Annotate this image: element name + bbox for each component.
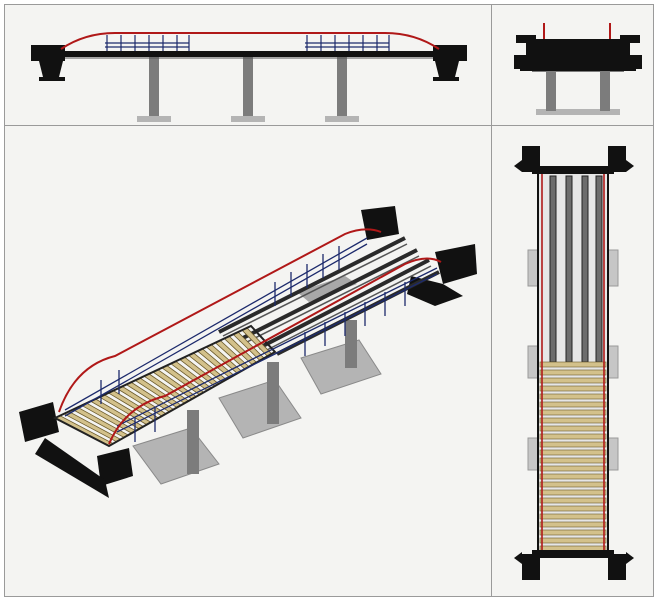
perspective-arch-rail-far xyxy=(58,228,382,413)
plan-deck-plank xyxy=(539,457,607,464)
bridge-plan-drawing xyxy=(514,146,634,580)
perspective-handrail-near xyxy=(116,267,438,442)
plan-deck-plank xyxy=(539,425,607,432)
plan-deck-plank xyxy=(539,433,607,440)
plan-deck-plank xyxy=(539,369,607,376)
front-abutment-right xyxy=(433,45,467,81)
front-arch-rail xyxy=(60,32,440,50)
bridge-side-drawing xyxy=(514,23,642,115)
viewport-top[interactable] xyxy=(491,125,654,597)
plan-deck-plank xyxy=(539,473,607,480)
plan-deck-plank xyxy=(539,417,607,424)
bridge-perspective-drawing xyxy=(19,206,477,498)
front-deck xyxy=(45,51,453,57)
perspective-abutment-right xyxy=(361,206,477,306)
plan-deck-plank xyxy=(539,521,607,528)
perspective-arch-rail-near xyxy=(108,257,442,445)
plan-deck-planks xyxy=(539,361,607,552)
plan-deck-plank xyxy=(539,361,607,368)
perspective-abutment-left xyxy=(19,402,133,498)
plan-deck-plank xyxy=(539,481,607,488)
plan-deck-plank xyxy=(539,497,607,504)
front-handrail xyxy=(105,35,390,51)
plan-deck-plank xyxy=(539,489,607,496)
side-abutment xyxy=(526,39,630,71)
plan-deck-plank xyxy=(539,465,607,472)
plan-deck-plank xyxy=(539,393,607,400)
plan-deck-plank xyxy=(539,401,607,408)
bridge-front-drawing xyxy=(31,32,467,122)
plan-deck-plank xyxy=(539,409,607,416)
plan-deck-plank xyxy=(539,385,607,392)
front-abutment-left xyxy=(31,45,65,81)
front-piers xyxy=(149,57,347,119)
plan-deck-plank xyxy=(539,449,607,456)
plan-deck-plank xyxy=(539,537,607,544)
viewport-front[interactable] xyxy=(4,4,492,126)
perspective-piers xyxy=(187,276,357,474)
viewport-side[interactable] xyxy=(491,4,654,126)
front-footings xyxy=(137,116,359,122)
plan-deck-plank xyxy=(539,441,607,448)
plan-beams xyxy=(549,175,603,363)
plan-abutments xyxy=(514,146,634,580)
plan-deck-plank xyxy=(539,377,607,384)
viewport-perspective[interactable] xyxy=(4,125,492,597)
plan-deck-plank xyxy=(539,505,607,512)
perspective-handrail-far xyxy=(64,237,368,417)
plan-deck-plank xyxy=(539,529,607,536)
plan-deck-plank xyxy=(539,513,607,520)
